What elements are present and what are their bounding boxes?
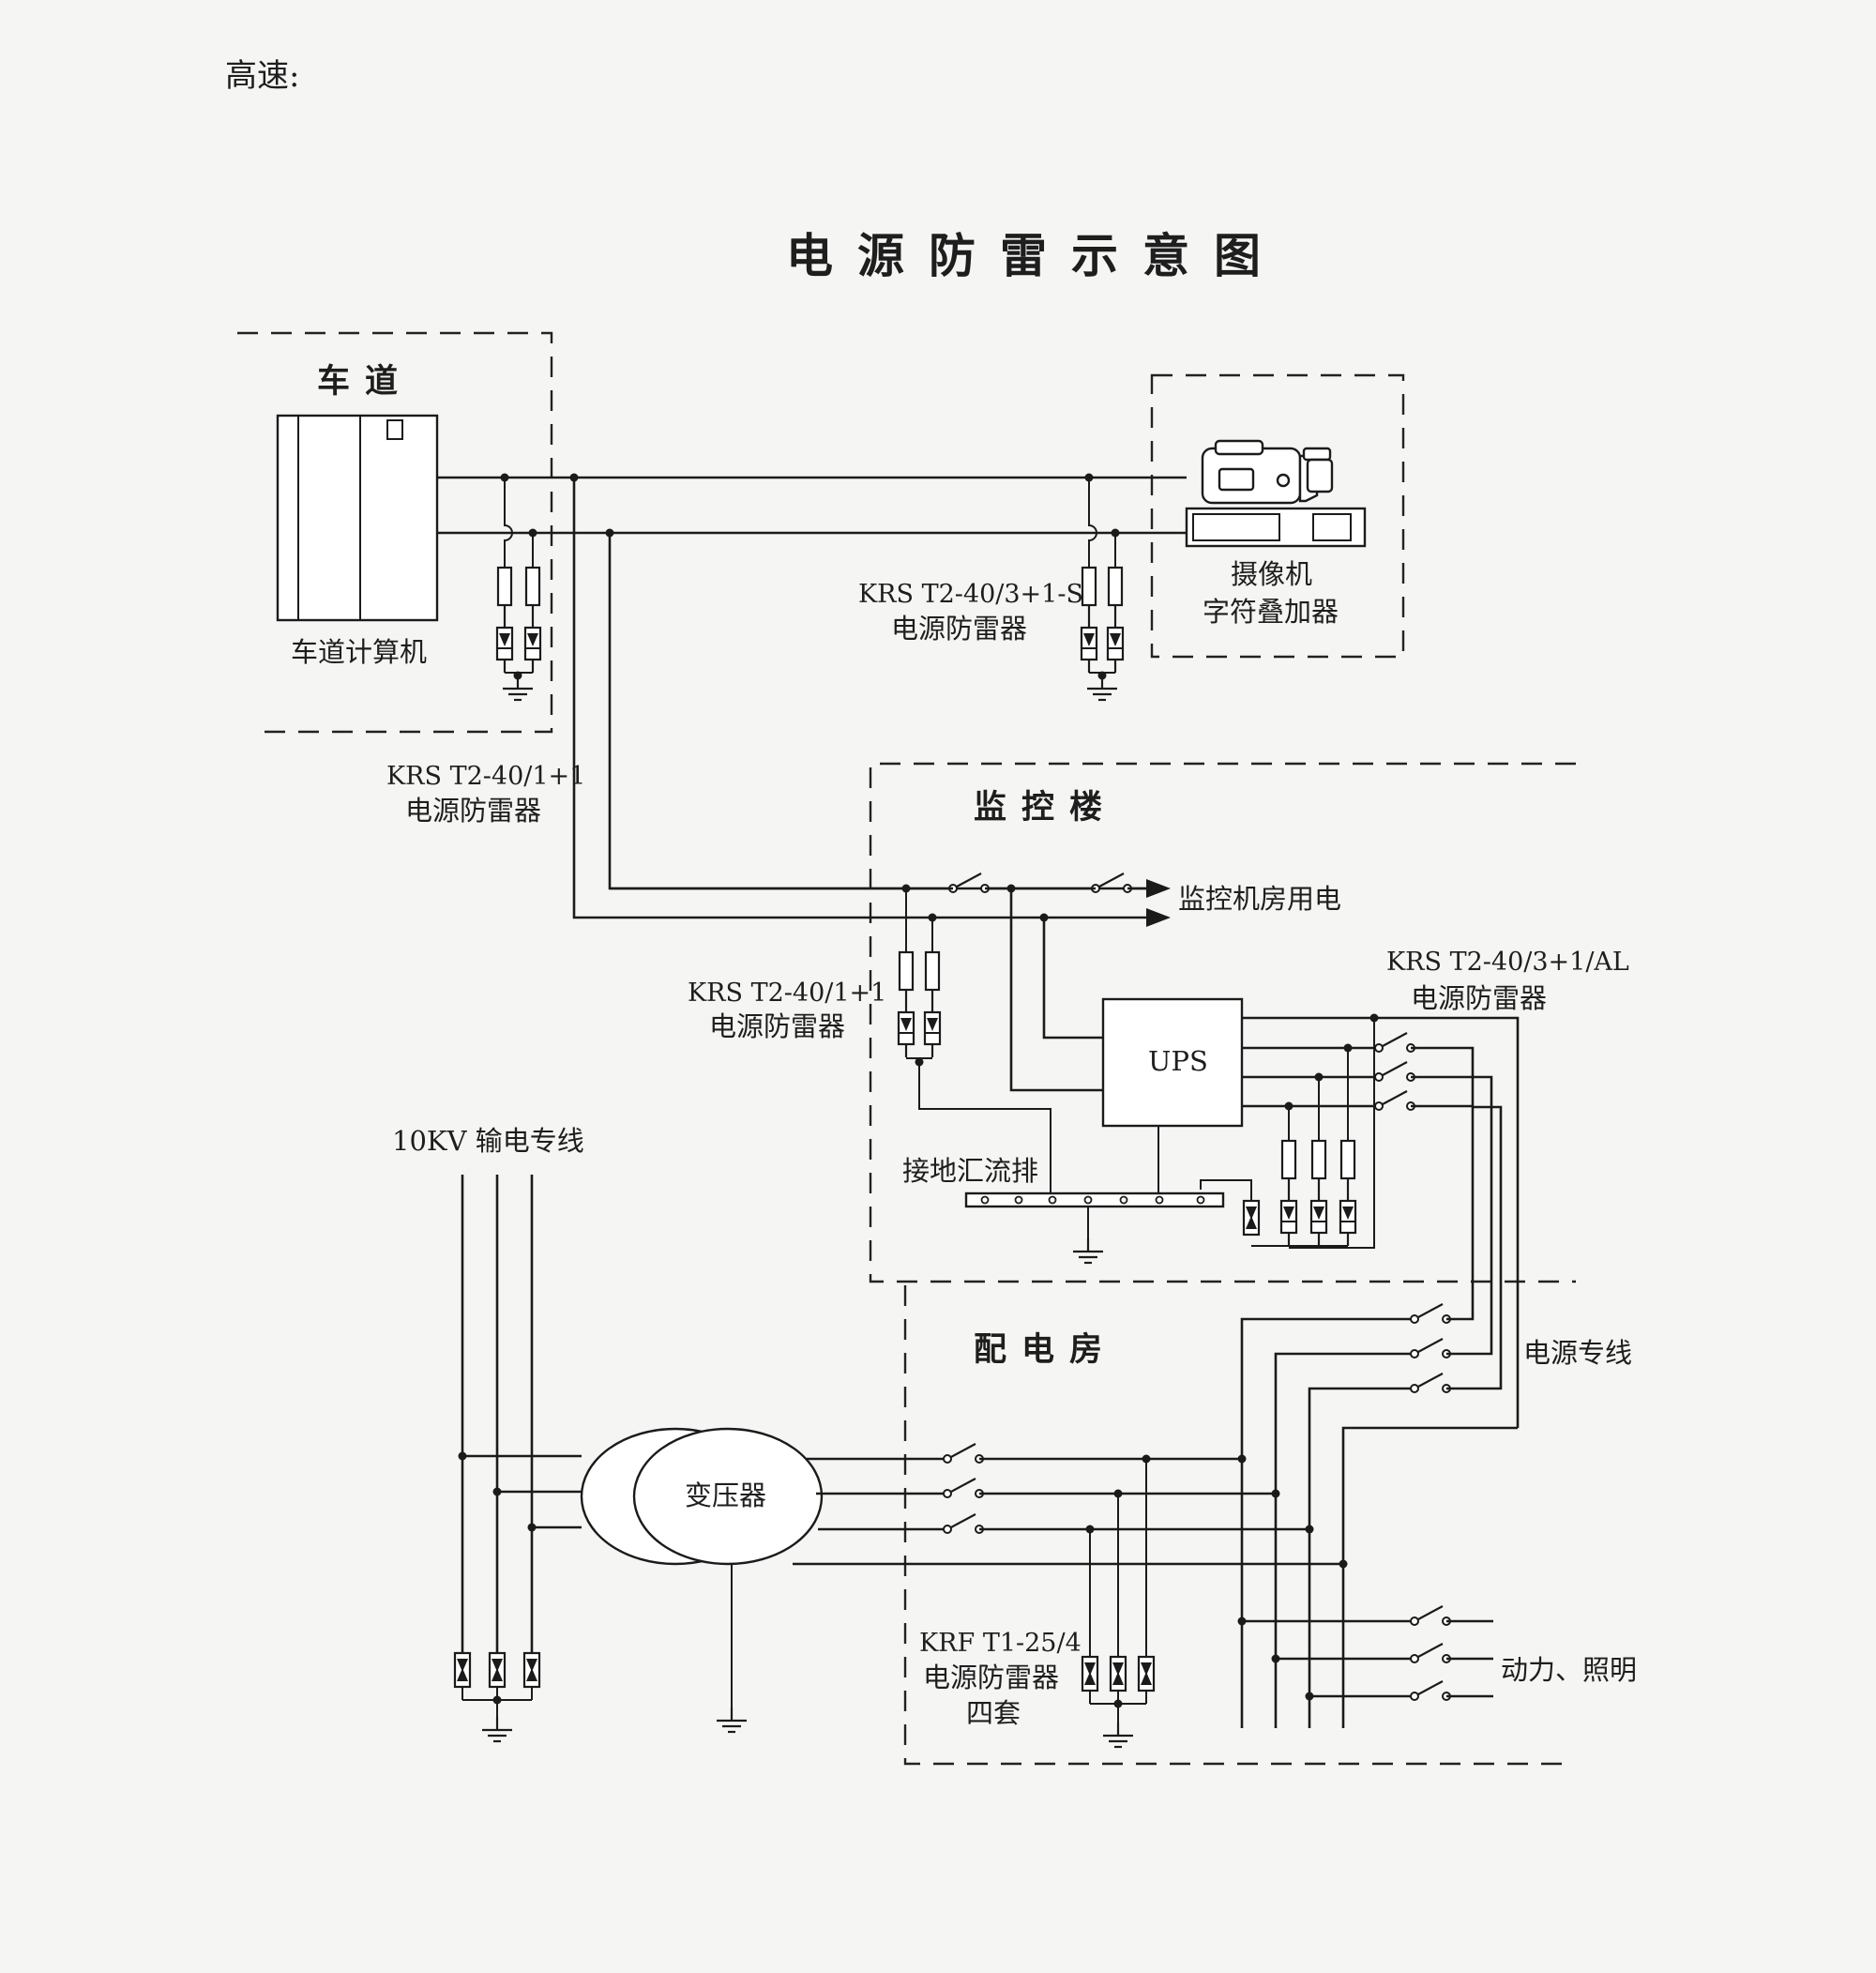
- dedicated-power-label: 电源专线: [1523, 1337, 1632, 1369]
- camera-spd-model: KRS T2-40/3+1-S: [858, 580, 1083, 609]
- monitor-room-power-label: 监控机房用电: [1178, 883, 1341, 915]
- lane-zone-label: 车道: [317, 362, 413, 401]
- lane-computer-cabinet: [276, 414, 439, 622]
- power-room-spd-name: 电源防雷器: [923, 1662, 1059, 1693]
- ups-box: [1101, 997, 1244, 1128]
- ups-label: UPS: [1148, 1045, 1208, 1077]
- transformer-icon: [580, 1427, 824, 1566]
- monitor-spd-model: KRS T2-40/1+1: [688, 979, 886, 1008]
- ups-spd-model: KRS T2-40/3+1/AL: [1386, 948, 1629, 977]
- diagram-title: 电源防雷示意图: [786, 228, 1285, 283]
- monitor-zone-frame: [869, 762, 1576, 1283]
- lane-spd-model: KRS T2-40/1+1: [386, 762, 585, 791]
- camera-label: 摄像机: [1231, 558, 1312, 590]
- lv-bus: [1240, 1105, 1518, 1728]
- transformer-label: 变压器: [685, 1480, 766, 1511]
- ups-spd-name: 电源防雷器: [1411, 982, 1547, 1014]
- char-overlay-label: 字符叠加器: [1203, 596, 1339, 628]
- feeder-to-monitor-l: [572, 478, 1156, 919]
- power-room-zone-frame: [903, 1285, 1566, 1766]
- camera-spd-name: 电源防雷器: [891, 613, 1027, 645]
- power-lighting-label: 动力、照明: [1501, 1654, 1637, 1686]
- monitor-zone-label: 监控楼: [974, 788, 1117, 827]
- monitor-spd-name: 电源防雷器: [709, 1010, 845, 1042]
- camera-zone-frame: [1150, 373, 1405, 659]
- power-room-spd-qty: 四套: [966, 1697, 1021, 1729]
- arrow-right-icon-2: [1146, 908, 1171, 927]
- lv-outputs: [793, 1442, 1343, 1566]
- lane-spd-name: 电源防雷器: [405, 795, 541, 827]
- power-room-zone-label: 配电房: [974, 1330, 1117, 1369]
- power-room-spd-model: KRF T1-25/4: [919, 1629, 1082, 1658]
- power-room-spd: [1081, 1459, 1156, 1749]
- arrow-right-icon: [1146, 879, 1171, 898]
- hv-lines: [453, 1175, 541, 1743]
- corner-label: 高速:: [225, 57, 299, 95]
- grounding-bus-label: 接地汇流排: [902, 1155, 1038, 1187]
- lane-computer-label: 车道计算机: [291, 636, 427, 668]
- char-overlay-device: [1185, 507, 1367, 548]
- ups-spd: [1200, 1018, 1375, 1249]
- grounding-bus: [964, 1191, 1225, 1265]
- power-lighting-outputs: [1242, 1604, 1493, 1702]
- camera-icon: [1201, 439, 1334, 505]
- hv-feed-label: 10KV 输电专线: [392, 1125, 584, 1157]
